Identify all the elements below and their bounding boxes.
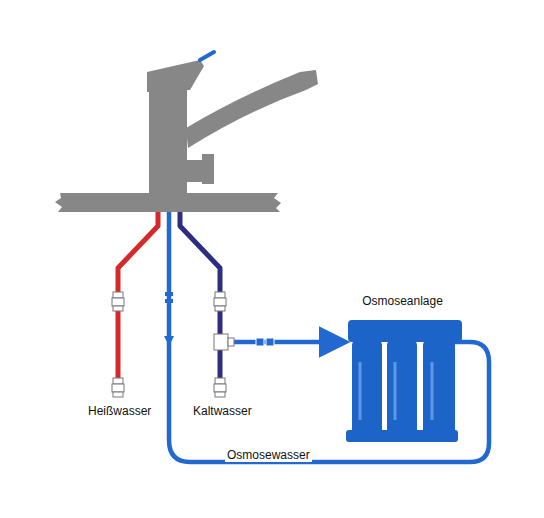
node-heading: Osmoseanlage bbox=[360, 294, 445, 308]
filter-highlights bbox=[360, 362, 432, 420]
osmosis-water-pipe bbox=[169, 206, 489, 462]
faucet bbox=[147, 60, 318, 194]
lever-tip bbox=[200, 52, 214, 60]
countertop bbox=[55, 193, 281, 212]
tee-fitting bbox=[214, 334, 228, 350]
pipe-fitting bbox=[266, 338, 274, 346]
pipe-label: Heißwasser bbox=[86, 404, 153, 418]
osmosis-fittings bbox=[164, 292, 174, 346]
pipe-label: Kaltwasser bbox=[191, 404, 254, 418]
feed-pipe bbox=[222, 340, 344, 345]
pipe-label: Osmosewasser bbox=[225, 448, 312, 462]
pipe-fitting bbox=[256, 338, 264, 346]
tee-fitting bbox=[228, 338, 234, 346]
osmosis-unit bbox=[346, 320, 462, 442]
pipe-fittings bbox=[112, 292, 226, 397]
osmosis-unit-node: Osmoseanlage bbox=[360, 294, 445, 308]
